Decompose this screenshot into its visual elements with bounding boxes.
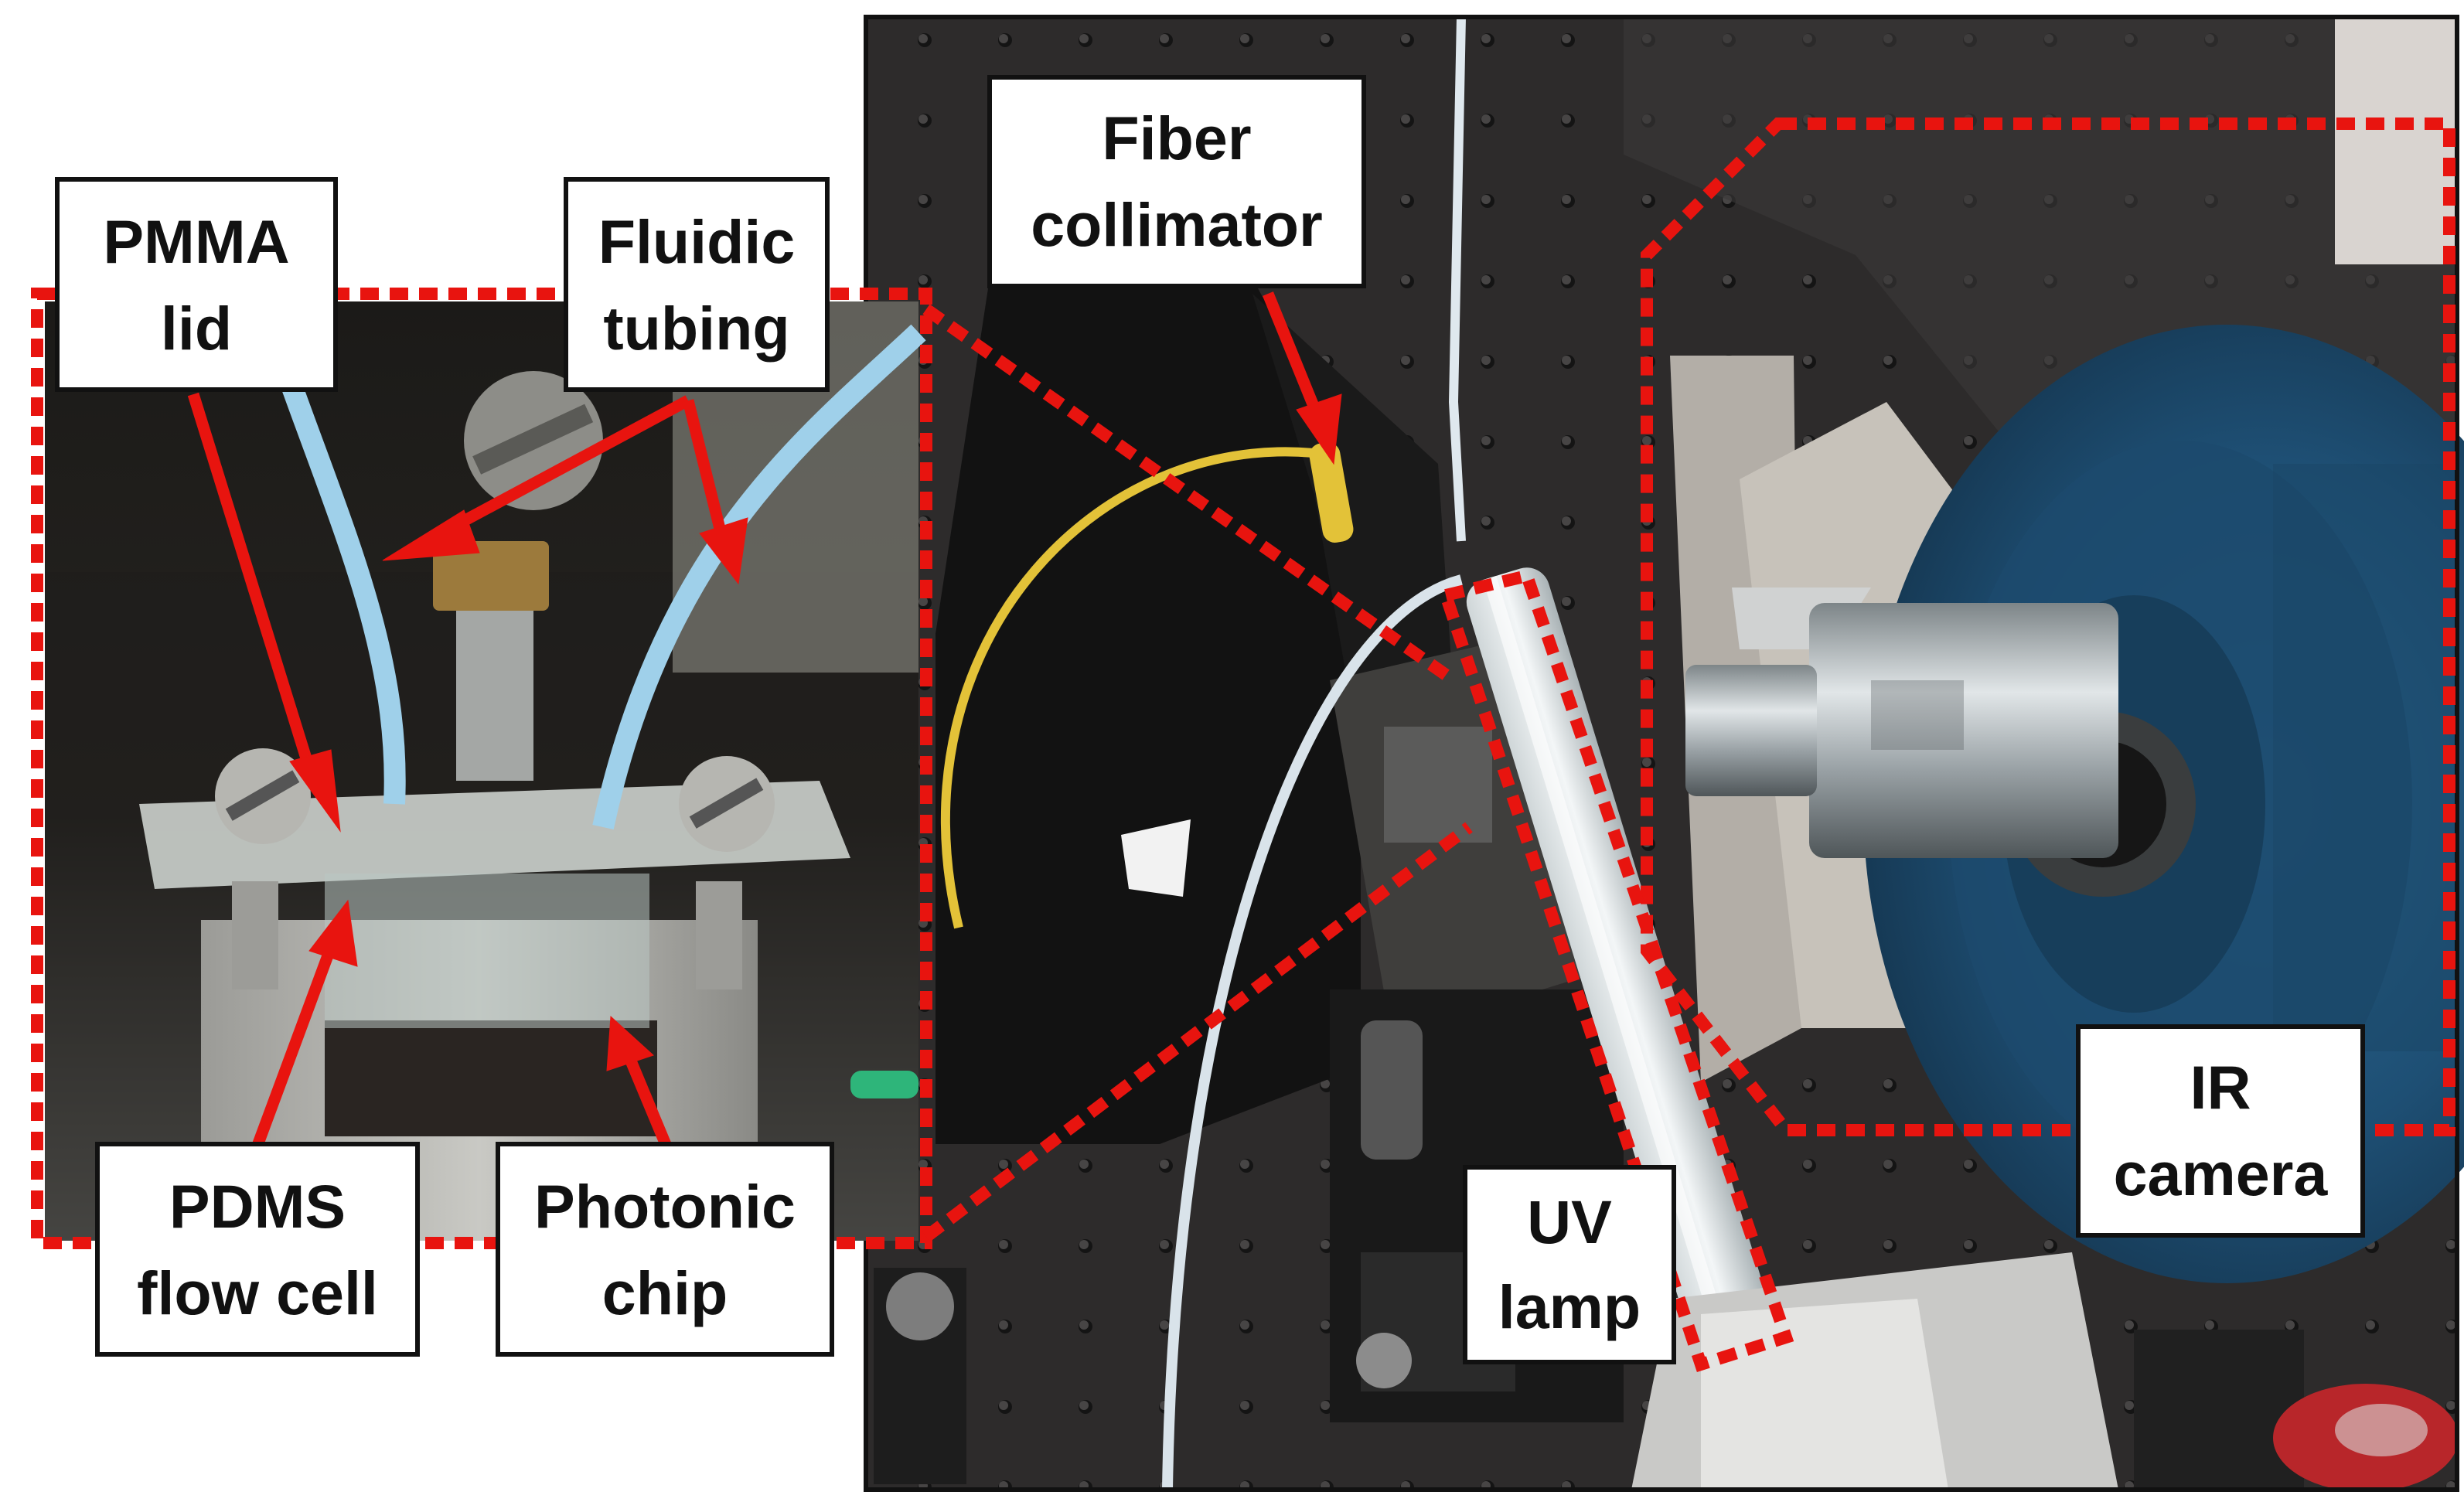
label-pmma-lid: PMMA lid [55, 177, 338, 392]
label-pmma-lid-line1: PMMA [103, 207, 289, 276]
label-fluidic-tubing-line1: Fluidic [598, 207, 796, 276]
zoom-line-upper [922, 304, 1457, 686]
label-uv-lamp-line2: lamp [1498, 1272, 1641, 1341]
zoom-line-lower [922, 822, 1473, 1242]
label-fiber-collimator: Fiber collimator [987, 75, 1366, 288]
label-ir-camera-line2: camera [2114, 1139, 2329, 1208]
ir-camera-outline [1641, 118, 2455, 1136]
label-pdms-flow-cell: PDMS flow cell [95, 1142, 420, 1357]
inset-flow-cell-photo [45, 298, 926, 1241]
arrows [187, 291, 1342, 1154]
arrow-pmma-lid [187, 392, 319, 783]
label-photonic-chip-line2: chip [602, 1258, 728, 1327]
dotted-outlines [31, 118, 2455, 1373]
label-ir-camera: IR camera [2076, 1024, 2365, 1238]
label-pdms-flow-cell-line1: PDMS [169, 1172, 346, 1241]
arrow-tubing-left [438, 395, 691, 539]
label-uv-lamp-line1: UV [1527, 1187, 1612, 1256]
arrow-pdms [249, 941, 339, 1154]
arrow-tubing-right [682, 399, 729, 543]
label-fluidic-tubing: Fluidic tubing [564, 177, 830, 392]
uv-lamp-outline [1437, 568, 1794, 1373]
label-fiber-collimator-line1: Fiber [1102, 104, 1251, 172]
arrow-photonic [625, 1057, 674, 1154]
label-pmma-lid-line2: lid [161, 294, 232, 363]
arrow-fiber-collimator [1263, 291, 1324, 420]
label-ir-camera-line1: IR [2190, 1053, 2251, 1122]
label-fluidic-tubing-line2: tubing [603, 294, 789, 363]
label-photonic-chip-line1: Photonic [534, 1172, 796, 1241]
label-fiber-collimator-line2: collimator [1031, 190, 1323, 259]
label-photonic-chip: Photonic chip [496, 1142, 834, 1357]
inset-outline [31, 288, 932, 1249]
label-pdms-flow-cell-line2: flow cell [137, 1258, 378, 1327]
label-uv-lamp: UV lamp [1463, 1165, 1676, 1364]
